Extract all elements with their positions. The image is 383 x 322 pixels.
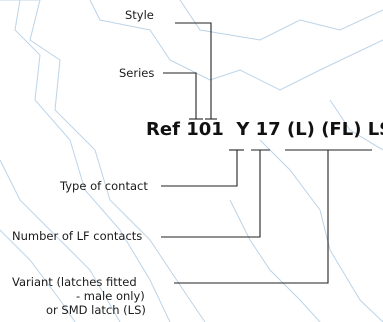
reference-code: Ref 101 Y 17 (L) (FL) LS) [146, 119, 383, 140]
style-label: Style [125, 8, 154, 22]
series-label: Series [119, 66, 155, 80]
ref-contacts: 17 [255, 119, 281, 140]
ref-prefix: Ref [146, 119, 180, 140]
variant-label-line2: - male only) [76, 289, 145, 303]
ref-latch: (L) [286, 119, 315, 140]
variant-label-line1: Variant (latches fitted [12, 275, 137, 289]
ref-series: 101 [186, 119, 224, 140]
number-of-lf-contacts-leader [161, 150, 261, 238]
ref-fl: (FL) [321, 119, 362, 140]
type-of-contact-label: Type of contact [60, 179, 148, 193]
ref-ls: LS) [367, 119, 383, 140]
number-of-lf-contacts-label: Number of LF contacts [12, 229, 143, 243]
ref-contact-type: Y [236, 119, 250, 140]
variant-label-line3: or SMD latch (LS) [46, 303, 146, 317]
variant-leader [174, 150, 329, 284]
style-leader [175, 22, 212, 119]
type-of-contact-leader [161, 150, 238, 187]
series-leader [163, 72, 197, 119]
